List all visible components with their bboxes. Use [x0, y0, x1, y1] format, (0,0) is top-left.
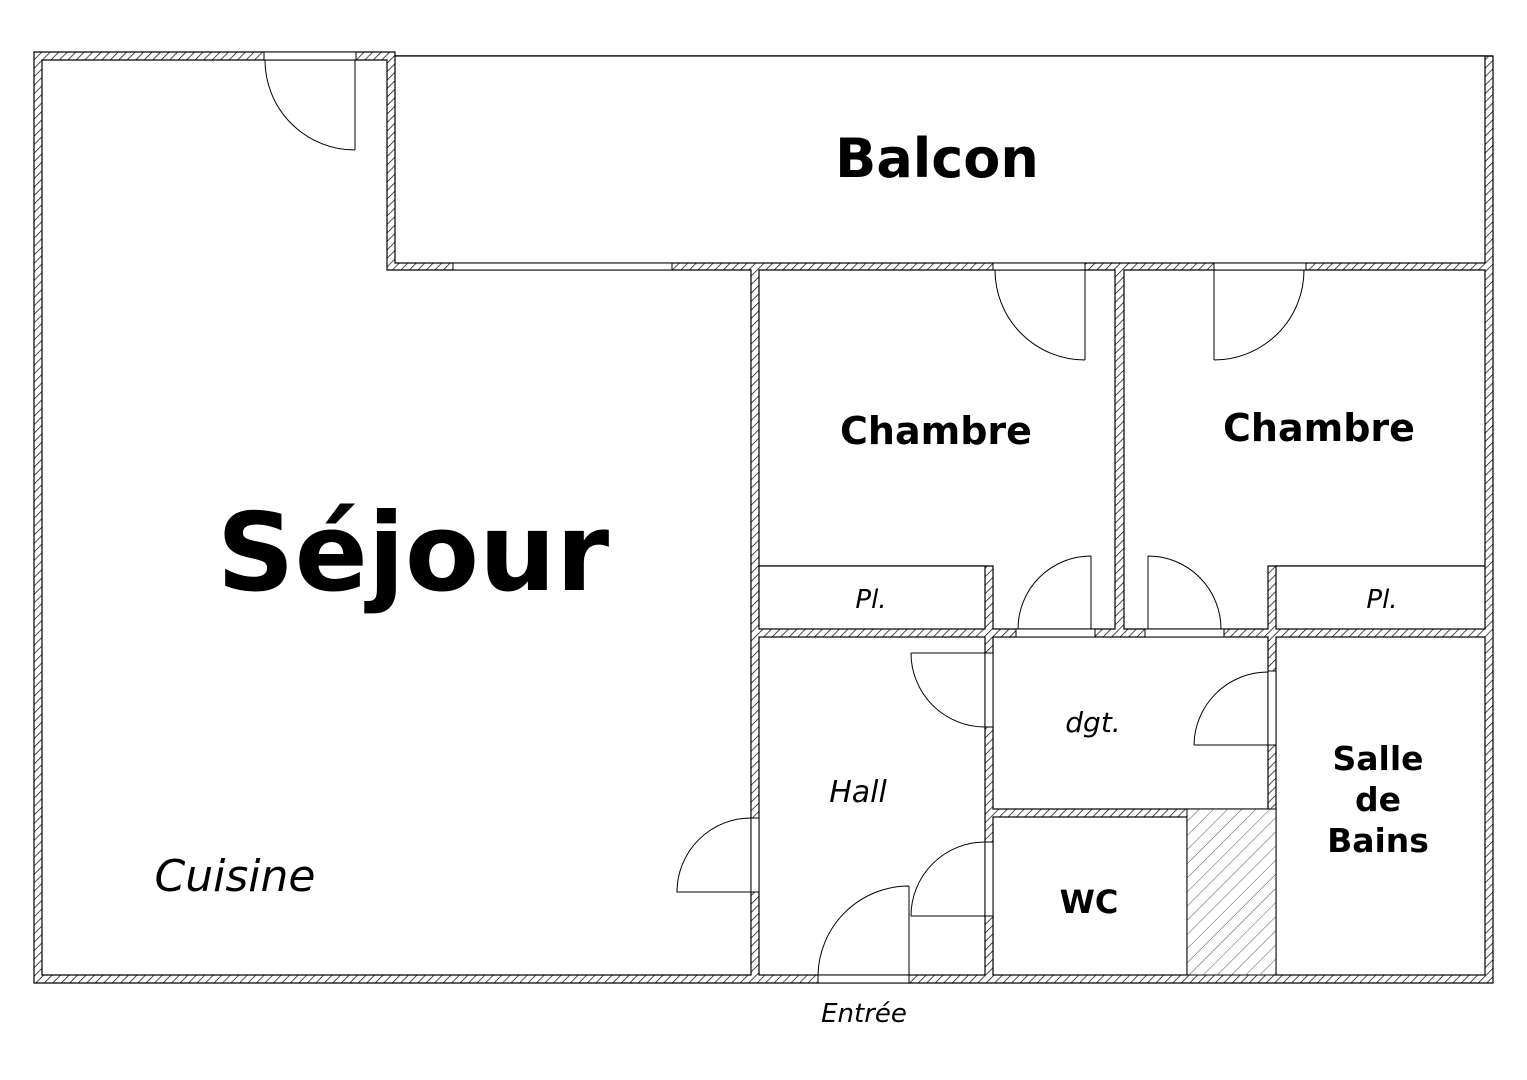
balcon-area — [394, 55, 1486, 264]
salle-de-bains-label-2: de — [1355, 780, 1401, 819]
entree-label: Entrée — [821, 999, 907, 1029]
door-swing-chambre-2 — [1213, 269, 1305, 361]
placard-2-label: Pl. — [1366, 585, 1397, 615]
sejour-area — [41, 59, 752, 976]
cuisine-label: Cuisine — [155, 851, 316, 902]
door-swing-sdb — [1193, 671, 1269, 746]
salle-de-bains-label-3: Bains — [1327, 821, 1429, 860]
wall-openings — [263, 51, 1307, 984]
door-swing-sejour-balcon — [264, 59, 356, 151]
wc-area — [992, 816, 1188, 976]
door-swing-sejour-hall — [676, 817, 752, 893]
sejour-label: Séjour — [217, 491, 609, 616]
door-swing-entree — [817, 885, 910, 976]
degagement-area — [992, 636, 1269, 810]
door-swing-chambre-1 — [994, 269, 1086, 361]
chambre-1-label: Chambre — [840, 409, 1032, 453]
placard-1-area — [758, 565, 986, 630]
shaft-hatched — [1186, 808, 1277, 976]
door-swing-chambre-1-dgt — [1017, 555, 1092, 630]
door-swing-hall-placard — [910, 652, 986, 728]
room-labels: Balcon Séjour Cuisine Chambre Chambre Pl… — [155, 127, 1429, 1029]
degagement-label: dgt. — [1065, 706, 1120, 739]
chambre-2-label: Chambre — [1223, 406, 1415, 450]
salle-de-bains-label-1: Salle — [1332, 739, 1423, 778]
wc-label: WC — [1060, 883, 1119, 921]
hall-label: Hall — [829, 775, 887, 810]
salle-de-bains-area — [1275, 636, 1486, 976]
hall-area — [758, 636, 986, 976]
door-swing-wc — [910, 841, 986, 917]
balcon-label: Balcon — [835, 127, 1039, 190]
placard-1-label: Pl. — [855, 585, 886, 615]
door-swing-chambre-2-dgt — [1147, 555, 1222, 630]
door-swings — [264, 59, 1305, 976]
placard-2-area — [1275, 565, 1486, 630]
